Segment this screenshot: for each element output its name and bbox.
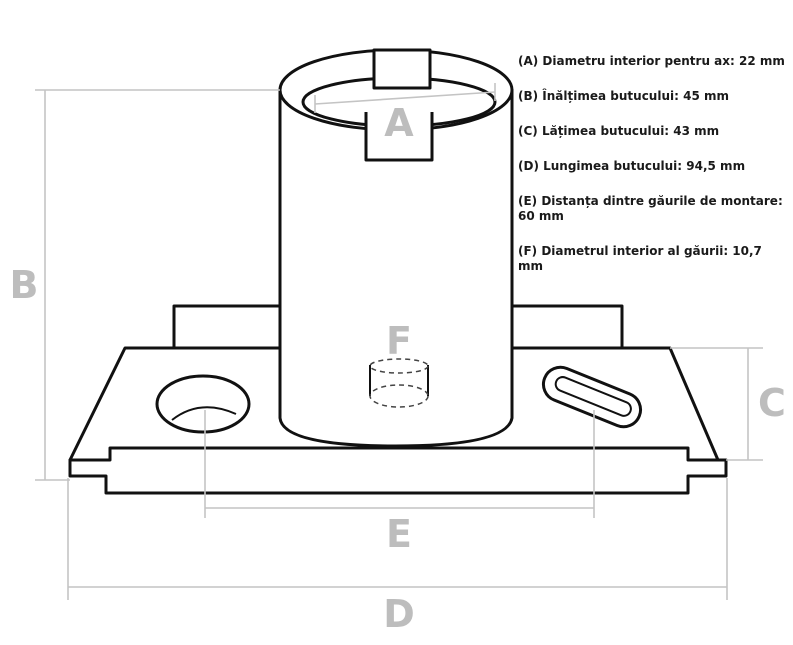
hole-f-top-outline [369, 358, 429, 374]
dimension-c [670, 347, 763, 461]
front-keyway-notch [364, 112, 434, 162]
spec-f: (F) Diametrul interior al găurii: 10,7 m… [518, 244, 762, 273]
dimension-letter-e: E [386, 512, 412, 556]
dimension-e [204, 410, 595, 518]
specification-list: (A) Diametru interior pentru ax: 22 mm (… [518, 54, 786, 274]
spec-e: (E) Distanța dintre găurile de montare: … [518, 194, 783, 223]
dimension-b [35, 89, 280, 481]
hub-tube-body [278, 88, 514, 448]
round-hole-inner-edge [171, 406, 237, 421]
left-side-plate [172, 304, 286, 352]
dimension-letter-a: A [384, 101, 414, 145]
bottom-bar [68, 446, 728, 495]
hole-f-bottom-outline [369, 384, 429, 408]
spec-c: (C) Lățimea butucului: 43 mm [518, 124, 720, 138]
round-mounting-hole [155, 374, 251, 434]
slotted-mounting-hole [541, 365, 643, 429]
spec-d: (D) Lungimea butucului: 94,5 mm [518, 159, 746, 173]
slot-inner-edge [554, 376, 632, 417]
right-side-plate [504, 304, 624, 352]
top-keyway-notch [372, 48, 432, 90]
spec-a: (A) Diametru interior pentru ax: 22 mm [518, 54, 785, 68]
dimension-letter-d: D [383, 592, 415, 636]
dimension-letter-c: C [758, 381, 786, 425]
dimension-a [314, 83, 496, 113]
dimension-letter-f: F [386, 319, 412, 363]
spec-b: (B) Înălțimea butucului: 45 mm [518, 89, 729, 103]
dimension-d [67, 478, 728, 600]
dimension-letter-b: B [10, 263, 39, 307]
